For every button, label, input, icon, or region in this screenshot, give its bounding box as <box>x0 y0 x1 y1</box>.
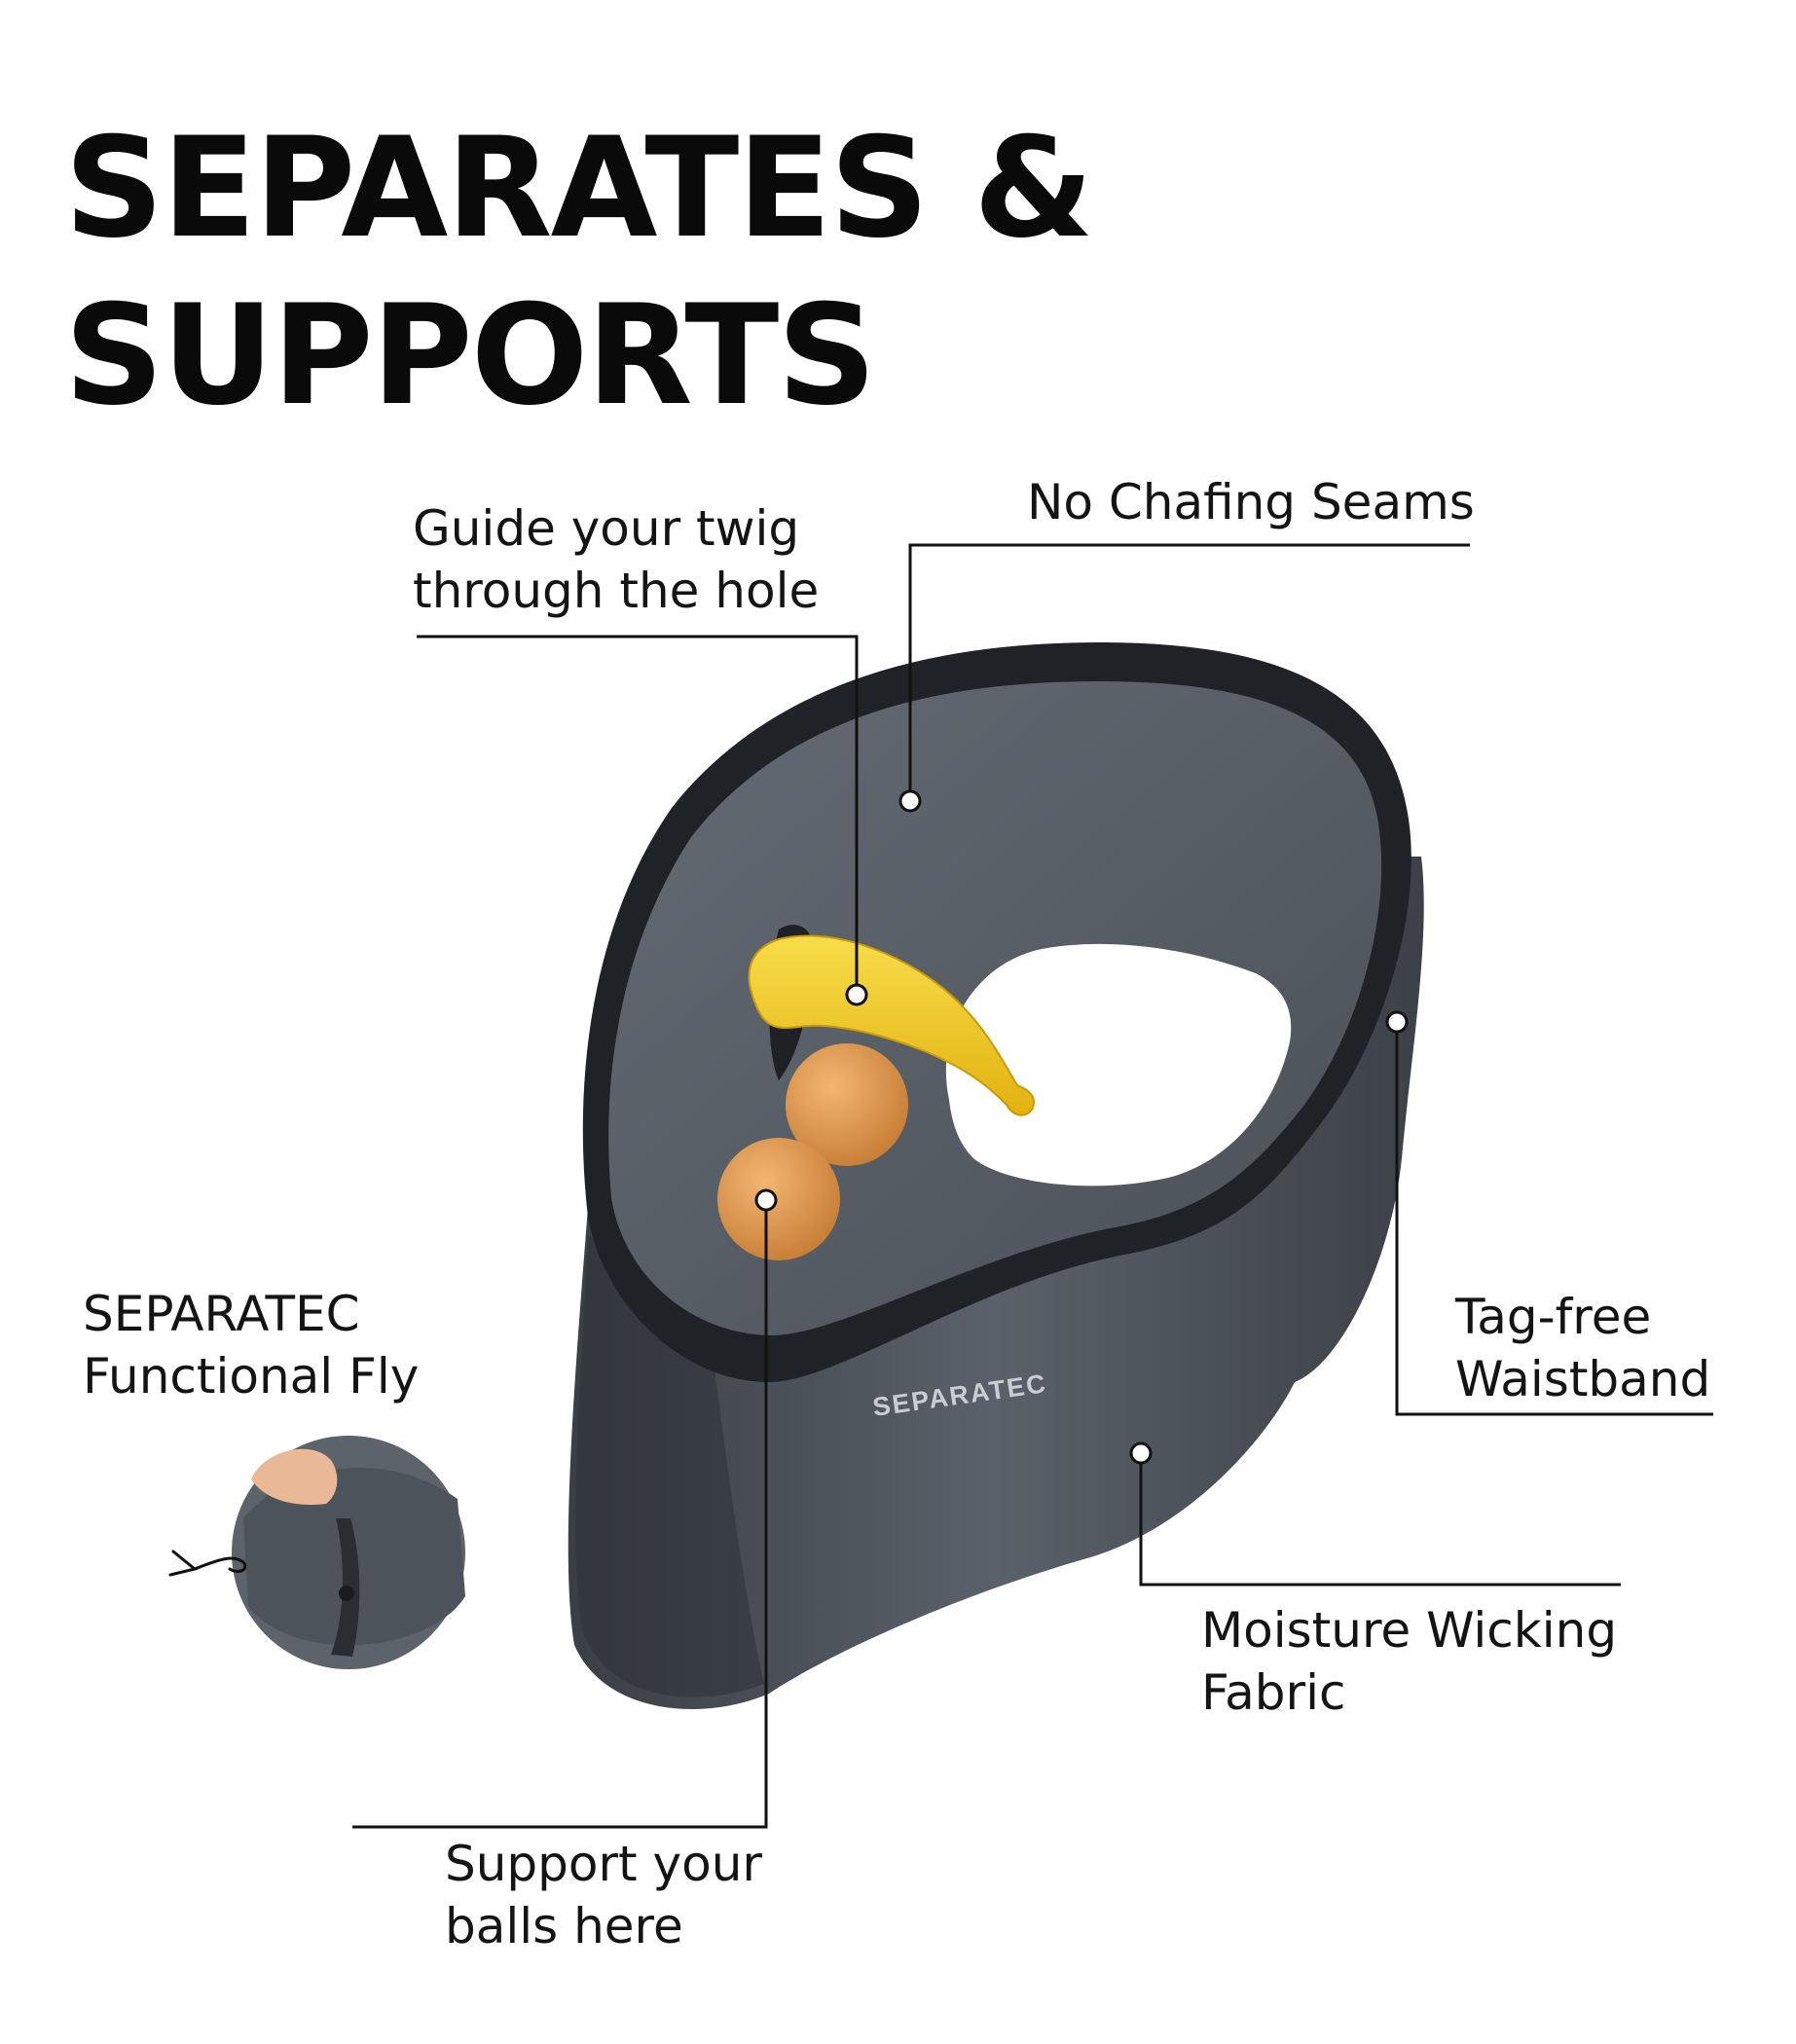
callout-guide-line-2: through the hole <box>413 563 820 619</box>
leader-support <box>352 1200 768 1829</box>
leader-fabric <box>1139 1453 1621 1587</box>
functional-fly-inset <box>168 1436 465 1669</box>
callout-support-line-2: balls here <box>445 1898 683 1954</box>
callout-tag: Tag-free Waistband <box>1455 1286 1710 1410</box>
leg-opening <box>945 943 1292 1186</box>
leader-tag <box>1395 1022 1713 1416</box>
callout-fabric-line-1: Moisture Wicking <box>1201 1602 1618 1659</box>
callout-fly: SEPARATEC Functional Fly <box>83 1283 419 1407</box>
pull-arrow-icon <box>168 1550 247 1577</box>
title-line-1: SEPARATES & <box>64 108 1094 269</box>
callout-dots <box>754 789 1409 1465</box>
leader-seams <box>908 543 1470 800</box>
callout-seams: No Chafing Seams <box>1027 471 1475 533</box>
dot-fabric <box>1129 1442 1153 1465</box>
leader-guide <box>417 635 859 993</box>
dot-support <box>754 1188 778 1212</box>
page-title: SEPARATES & SUPPORTS <box>64 105 1094 440</box>
callout-tag-line-2: Waistband <box>1455 1351 1711 1407</box>
callout-support-line-1: Support your <box>445 1836 762 1892</box>
callout-tag-line-1: Tag-free <box>1455 1289 1652 1345</box>
callout-fly-line-1: SEPARATEC <box>83 1286 360 1342</box>
title-line-2: SUPPORTS <box>64 275 877 436</box>
banana <box>748 934 1036 1116</box>
callout-seams-line-1: No Chafing Seams <box>1027 474 1475 530</box>
ball-upper <box>786 1043 908 1166</box>
dot-tag <box>1385 1010 1409 1034</box>
callout-fabric: Moisture Wicking Fabric <box>1201 1599 1617 1724</box>
leg-left-shape <box>575 1236 764 1697</box>
callout-support: Support your balls here <box>445 1833 762 1957</box>
callout-guide: Guide your twig through the hole <box>413 497 819 622</box>
hand-shape <box>251 1448 338 1505</box>
dot-seams <box>898 789 922 813</box>
callout-fabric-line-2: Fabric <box>1201 1664 1346 1721</box>
callout-fly-line-2: Functional Fly <box>83 1348 420 1405</box>
ball-lower <box>717 1138 840 1260</box>
callout-guide-line-1: Guide your twig <box>413 500 800 557</box>
dot-guide <box>845 983 868 1006</box>
leader-lines <box>352 543 1713 1829</box>
